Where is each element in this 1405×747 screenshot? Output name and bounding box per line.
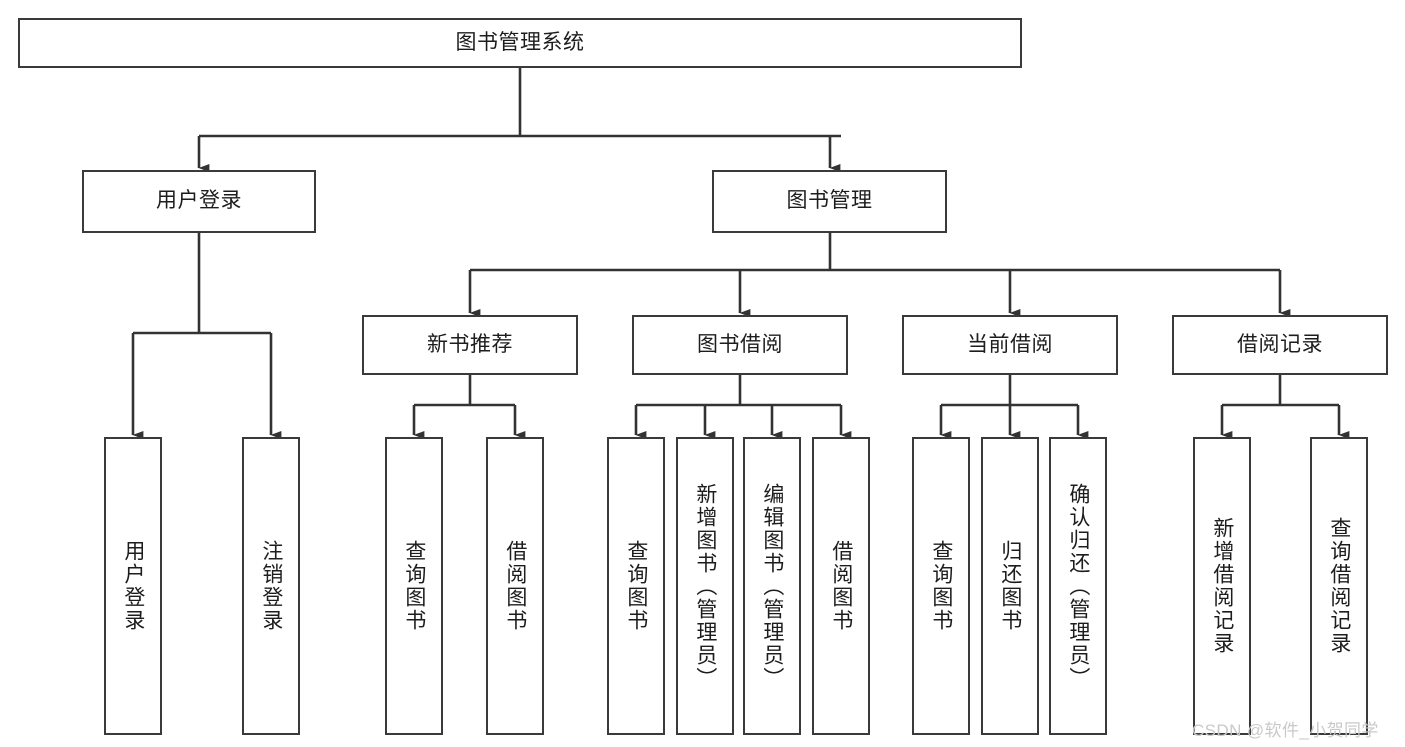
node-borrow-record[interactable]: 借阅记录 — [1172, 315, 1388, 375]
node-leaf-add-record-label: 新增借阅记录 — [1210, 517, 1234, 655]
node-leaf-user-login[interactable]: 用户登录 — [104, 437, 162, 735]
node-leaf-add-record[interactable]: 新增借阅记录 — [1193, 437, 1251, 735]
node-leaf-query-record-label: 查询借阅记录 — [1327, 517, 1351, 655]
node-leaf-borrow-book-2-label: 借阅图书 — [829, 540, 853, 632]
node-current-borrow-label: 当前借阅 — [967, 332, 1053, 356]
node-leaf-query-record[interactable]: 查询借阅记录 — [1310, 437, 1368, 735]
node-leaf-return-book-label: 归还图书 — [998, 540, 1022, 632]
node-leaf-query-book-2-label: 查询图书 — [624, 540, 648, 632]
node-book-borrow-label: 图书借阅 — [697, 332, 783, 356]
node-leaf-edit-book[interactable]: 编辑图书（管理员） — [743, 437, 801, 735]
node-leaf-logout-label: 注销登录 — [259, 540, 283, 632]
csdn-watermark: CSDN @软件_小贺同学 — [1192, 721, 1379, 740]
node-leaf-return-book[interactable]: 归还图书 — [981, 437, 1039, 735]
node-leaf-query-book-2[interactable]: 查询图书 — [607, 437, 665, 735]
node-new-book-recommendation-label: 新书推荐 — [427, 332, 513, 356]
node-book-borrow[interactable]: 图书借阅 — [632, 315, 848, 375]
node-leaf-edit-book-label: 编辑图书（管理员） — [760, 482, 784, 690]
node-leaf-query-book-1-label: 查询图书 — [402, 540, 426, 632]
node-leaf-borrow-book-1-label: 借阅图书 — [503, 540, 527, 632]
node-leaf-query-book-1[interactable]: 查询图书 — [385, 437, 443, 735]
node-borrow-record-label: 借阅记录 — [1237, 332, 1323, 356]
node-user-login-label: 用户登录 — [156, 189, 242, 213]
node-new-book-recommendation[interactable]: 新书推荐 — [362, 315, 578, 375]
node-book-management[interactable]: 图书管理 — [712, 170, 947, 233]
node-leaf-query-book-3-label: 查询图书 — [929, 540, 953, 632]
node-leaf-user-login-label: 用户登录 — [121, 540, 145, 632]
node-leaf-borrow-book-2[interactable]: 借阅图书 — [812, 437, 870, 735]
node-book-management-label: 图书管理 — [786, 189, 873, 213]
node-root-label: 图书管理系统 — [455, 30, 585, 54]
node-leaf-borrow-book-1[interactable]: 借阅图书 — [486, 437, 544, 735]
node-current-borrow[interactable]: 当前借阅 — [902, 315, 1118, 375]
node-root[interactable]: 图书管理系统 — [18, 18, 1022, 68]
node-leaf-confirm-return[interactable]: 确认归还（管理员） — [1049, 437, 1107, 735]
node-leaf-logout[interactable]: 注销登录 — [242, 437, 300, 735]
node-leaf-query-book-3[interactable]: 查询图书 — [912, 437, 970, 735]
node-leaf-confirm-return-label: 确认归还（管理员） — [1066, 482, 1090, 690]
node-leaf-add-book[interactable]: 新增图书（管理员） — [676, 437, 734, 735]
node-user-login[interactable]: 用户登录 — [82, 170, 316, 233]
node-leaf-add-book-label: 新增图书（管理员） — [693, 482, 717, 690]
